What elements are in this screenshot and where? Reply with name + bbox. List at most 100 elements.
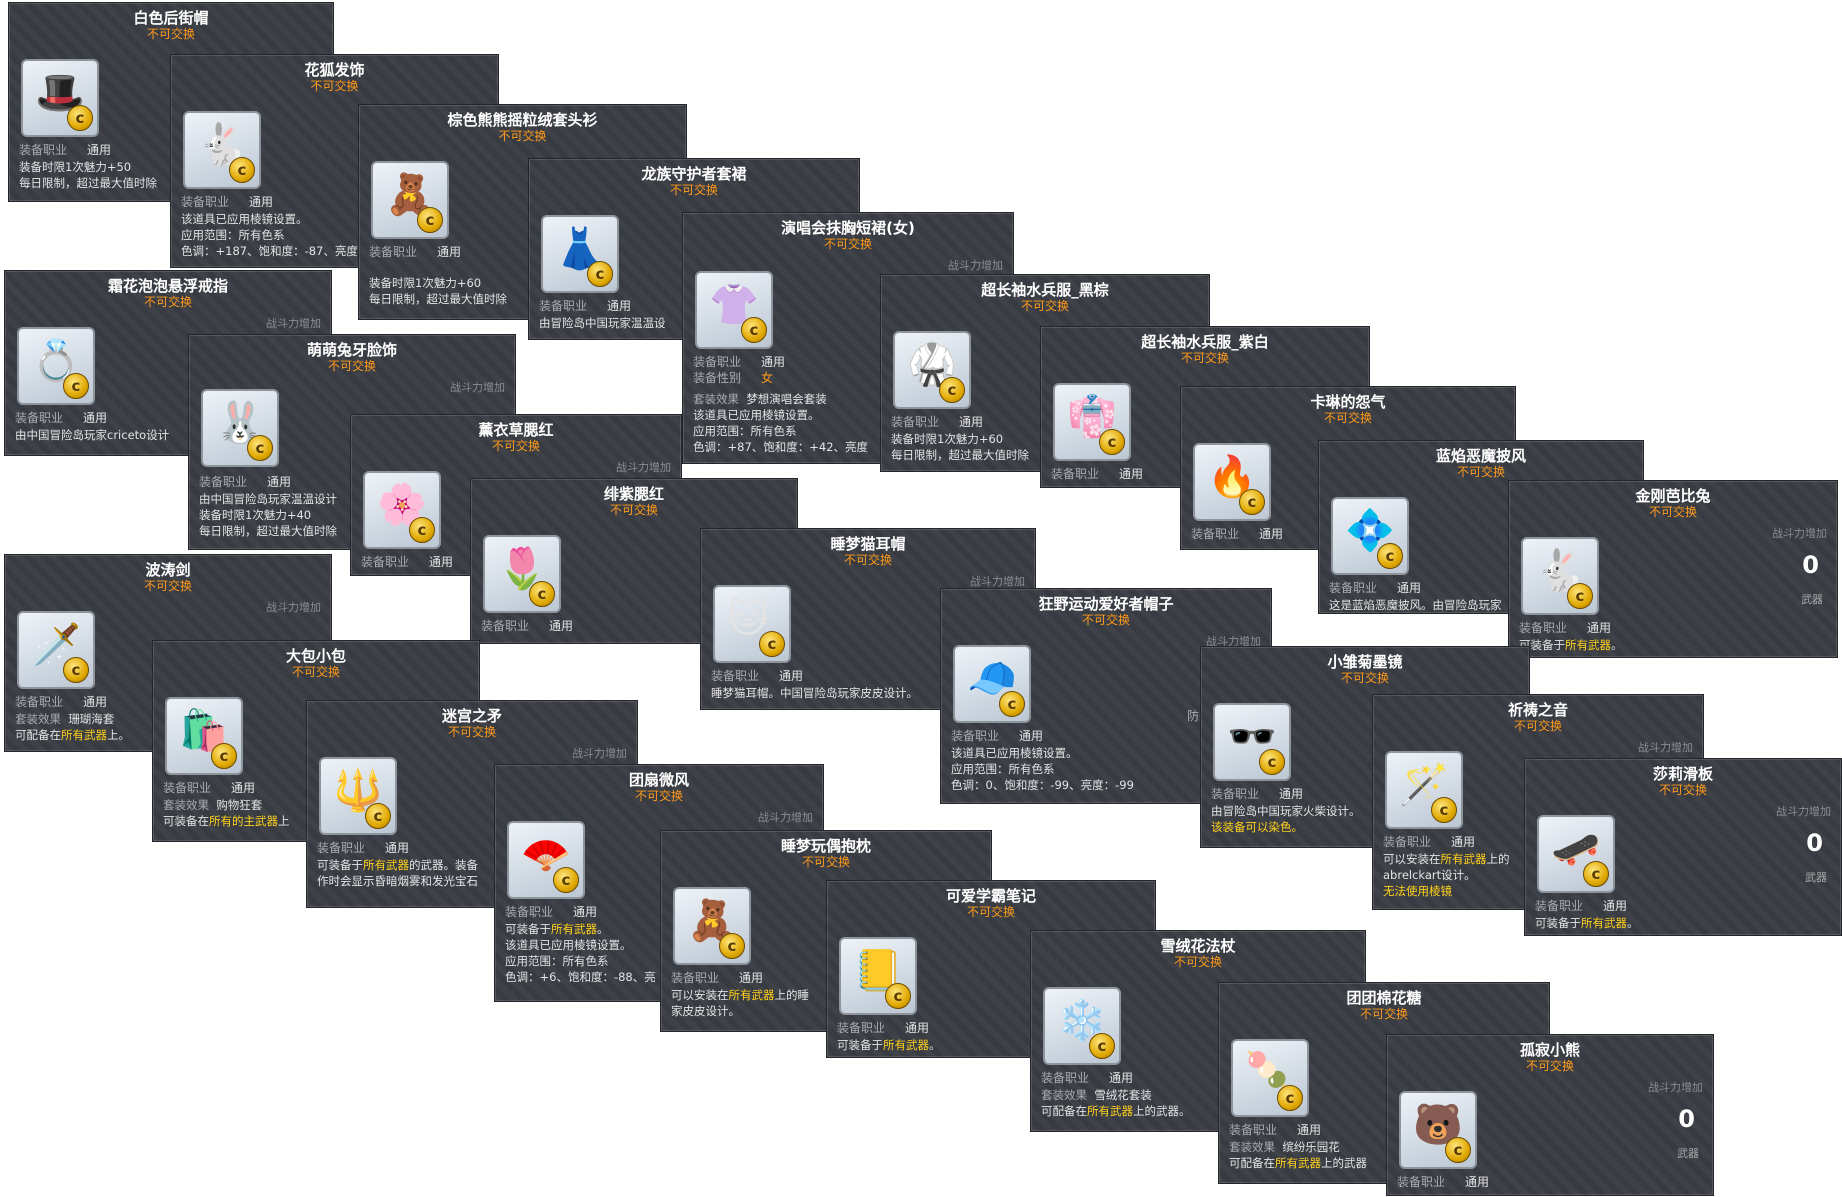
coin-icon: c <box>1377 543 1403 569</box>
item-desc: 由中国冒险岛玩家criceto设计 <box>15 427 169 443</box>
coin-icon: c <box>885 983 911 1009</box>
item-icon[interactable]: 🐱c <box>713 585 791 663</box>
trade-status: 不可交换 <box>823 237 872 251</box>
item-icon[interactable]: 👚c <box>695 271 773 349</box>
desc-line: 由冒险岛中国玩家火柴设计。 <box>1211 804 1361 818</box>
item-desc: 该道具已应用棱镜设置。应用范围：所有色系色调：+187、饱和度：-87、亮度 <box>181 211 358 259</box>
job-value: 通用 <box>385 841 410 855</box>
desc-line: 每日限制，超过最大值时除 <box>199 524 337 538</box>
item-icon[interactable]: 🐻c <box>1399 1091 1477 1169</box>
desc-line: 家皮皮设计。 <box>671 1004 740 1018</box>
item-name: 小雏菊墨镜 <box>1327 653 1403 671</box>
job-value: 通用 <box>437 245 462 259</box>
desc-line: 该道具已应用棱镜设置。 <box>505 938 632 952</box>
gender-value: 女 <box>761 371 774 385</box>
desc-line: 色调：+6、饱和度：-88、亮 <box>505 970 656 984</box>
job-value: 通用 <box>1451 835 1476 849</box>
set-value: 购物狂套 <box>216 798 263 812</box>
item-desc: 可装备于所有武器。该道具已应用棱镜设置。应用范围：所有色系色调：+6、饱和度：-… <box>505 921 656 985</box>
job-label: 装备职业 <box>1519 621 1568 635</box>
weapon-label: 武器 <box>1801 593 1823 606</box>
item-icon[interactable]: 📒c <box>839 937 917 1015</box>
item-icon[interactable]: 🧸c <box>371 161 449 239</box>
item-icon[interactable]: 🎩c <box>21 59 99 137</box>
item-icon[interactable]: 🧢c <box>953 645 1031 723</box>
item-desc: 套装效果 购物狂套可装备在所有的主武器上 <box>163 797 290 829</box>
job-row: 装备职业通用 <box>891 413 983 430</box>
item-desc: 该道具已应用棱镜设置。应用范围：所有色系色调：0、饱和度：-99、亮度：-99 <box>951 745 1134 793</box>
coin-icon: c <box>1277 1085 1303 1111</box>
desc-highlight: 所有武器 <box>1440 852 1487 866</box>
item-name: 大包小包 <box>285 647 346 665</box>
item-icon[interactable]: 🪄c <box>1385 751 1463 829</box>
item-icon[interactable]: 🍡c <box>1231 1039 1309 1117</box>
coin-icon: c <box>67 105 93 131</box>
item-icon[interactable]: 🛍️c <box>165 697 243 775</box>
coin-icon: c <box>741 317 767 343</box>
power-label: 战斗力增加 <box>616 461 671 474</box>
item-icon[interactable]: 🌷c <box>483 535 561 613</box>
desc-text: 可配备在 <box>1229 1156 1275 1170</box>
item-icon[interactable]: 🐇c <box>1521 537 1599 615</box>
job-row: 装备职业通用 <box>837 1019 929 1036</box>
trade-status: 不可交换 <box>1648 505 1697 519</box>
desc-text: 可配备在 <box>1041 1104 1087 1118</box>
coin-icon: c <box>247 435 273 461</box>
item-icon[interactable]: 🌸c <box>363 471 441 549</box>
item-icon[interactable]: 🪭c <box>507 821 585 899</box>
item-icon[interactable]: ❄️c <box>1043 987 1121 1065</box>
power-label: 战斗力增加 <box>266 317 321 330</box>
item-icon[interactable]: 💠c <box>1331 497 1409 575</box>
item-icon[interactable]: 🛹c <box>1537 815 1615 893</box>
item-icon[interactable]: 🐇c <box>183 111 261 189</box>
item-name: 超长袖水兵服_黑棕 <box>981 281 1109 299</box>
item-icon[interactable]: 🗡️c <box>17 611 95 689</box>
item-icon[interactable]: 🔱c <box>319 757 397 835</box>
coin-icon: c <box>1583 861 1609 887</box>
desc-line: 由中国冒险岛玩家criceto设计 <box>15 428 170 442</box>
job-row: 装备职业通用 <box>1535 897 1627 914</box>
power-label: 战斗力增加 <box>758 811 813 824</box>
item-icon[interactable]: 👘c <box>1053 383 1131 461</box>
job-row: 装备职业通用 <box>1519 619 1611 636</box>
coin-icon: c <box>999 691 1025 717</box>
coin-icon: c <box>417 207 443 233</box>
item-icon[interactable]: 🔥c <box>1193 443 1271 521</box>
item-icon[interactable]: 🕶️c <box>1213 703 1291 781</box>
item-desc: 可装备于所有武器的武器。装备作时会显示昏暗烟雾和发光宝石 <box>317 857 478 889</box>
item-icon[interactable]: 🥋c <box>893 331 971 409</box>
set-value: 雪绒花套装 <box>1094 1088 1152 1102</box>
item-icon[interactable]: 🧸c <box>673 887 751 965</box>
desc-text: 可装备于 <box>505 922 551 936</box>
job-label: 装备职业 <box>1397 1175 1446 1189</box>
power-label: 战斗力增加 <box>266 601 321 614</box>
item-name: 祈祷之音 <box>1507 701 1568 719</box>
desc-line: 每日限制，超过最大值时除 <box>891 448 1029 462</box>
job-label: 装备职业 <box>1191 527 1240 541</box>
cat-hat-icon: 🐱 <box>727 596 769 642</box>
job-row: 装备职业通用 <box>1383 833 1475 850</box>
weapon-label: 武器 <box>1677 1147 1699 1160</box>
item-icon[interactable]: 👗c <box>541 215 619 293</box>
desc-text: 。 <box>1627 916 1639 930</box>
item-name: 莎莉滑板 <box>1652 765 1713 783</box>
item-desc: 可装备于所有武器。 <box>837 1037 941 1053</box>
item-desc: 由冒险岛中国玩家温温设 <box>539 315 666 331</box>
item-tooltip: 莎莉滑板 不可交换 战斗力增加 0 武器 🛹c 装备职业通用 可装备于所有武器。 <box>1524 758 1842 936</box>
item-name: 睡梦猫耳帽 <box>830 535 906 553</box>
desc-text: 上的武器 <box>1321 1156 1367 1170</box>
desc-line: 该装备可以染色。 <box>1211 820 1303 834</box>
item-name: 萌萌兔牙脸饰 <box>306 341 397 359</box>
job-value: 通用 <box>87 143 112 157</box>
item-icon[interactable]: 💍c <box>17 327 95 405</box>
item-icon[interactable]: 🐰c <box>201 389 279 467</box>
job-label: 装备职业 <box>951 729 1000 743</box>
desc-line: abrelckart设计。 <box>1383 868 1476 882</box>
desc-text: 的武器。装备 <box>409 858 478 872</box>
job-value: 通用 <box>1259 527 1284 541</box>
job-value: 通用 <box>249 195 274 209</box>
job-row: 装备职业通用 <box>539 297 631 314</box>
item-desc: 这是蓝焰恶魔披风。由冒险岛玩家 <box>1329 597 1502 613</box>
trade-status: 不可交换 <box>1173 955 1222 969</box>
